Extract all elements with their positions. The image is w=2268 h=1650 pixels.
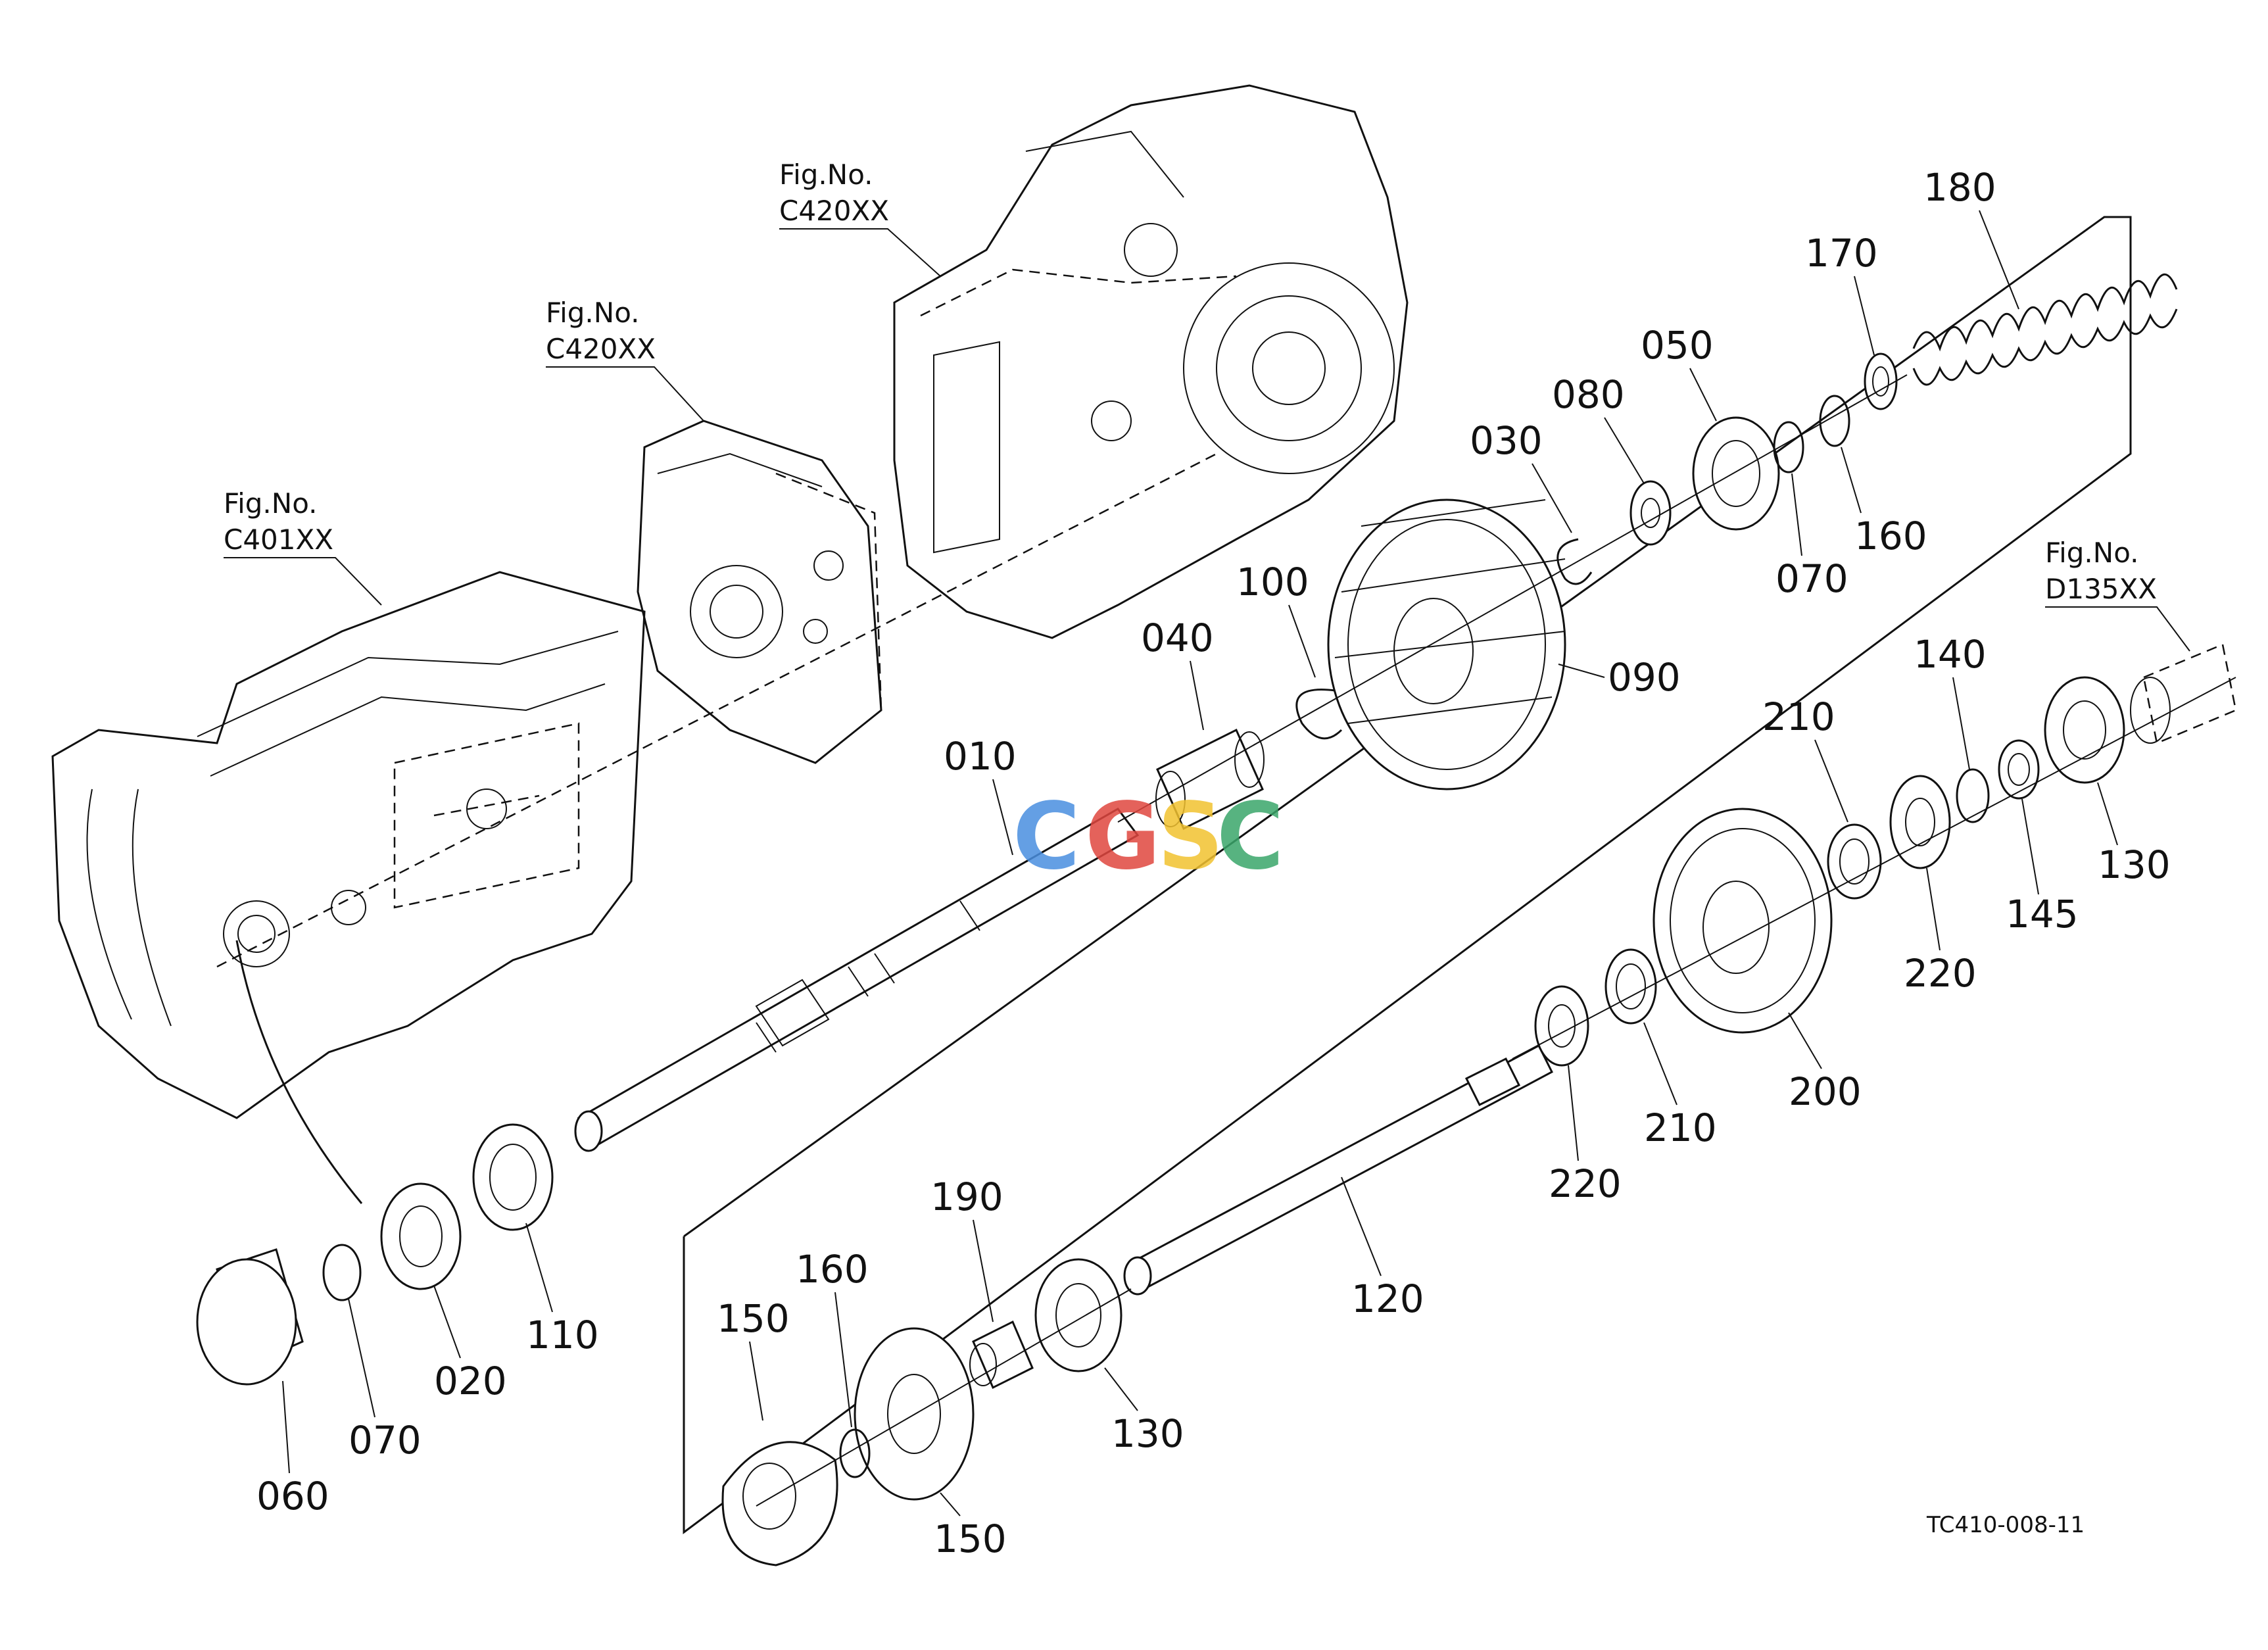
watermark-letter: G — [1085, 783, 1161, 890]
part-label: 030 — [1470, 418, 1543, 463]
part-label: 210 — [1644, 1105, 1717, 1150]
part-label: 130 — [1111, 1411, 1184, 1456]
figure-ref-c420-middle: Fig.No. C420XX — [546, 297, 704, 422]
cam-plate-150-upper — [721, 1441, 838, 1566]
upper-axis-line — [1117, 374, 1908, 823]
part-label: 160 — [1854, 514, 1927, 558]
snap-ring-160-lower — [839, 1428, 871, 1478]
figure-ref-c420-rear: Fig.No. C420XX — [779, 158, 941, 277]
figure-ref-code: C401XX — [224, 523, 333, 556]
circlip-140 — [1956, 768, 1990, 823]
part-label: 150 — [717, 1296, 790, 1341]
watermark-letter: C — [1217, 783, 1284, 890]
bearing-050 — [1692, 416, 1780, 531]
collar-080 — [1629, 480, 1672, 546]
needle-bearing-210-upper — [1827, 823, 1882, 900]
needle-bearing-210-lower — [1604, 948, 1657, 1025]
part-label: 210 — [1762, 694, 1835, 739]
figure-ref-title: Fig.No. — [779, 158, 873, 191]
part-label: 050 — [1641, 323, 1714, 368]
part-label: 090 — [1608, 655, 1681, 700]
part-label: 150 — [934, 1517, 1007, 1561]
collar-145 — [1998, 739, 2040, 800]
part-label: 060 — [256, 1474, 329, 1518]
figure-ref-title: Fig.No. — [2045, 537, 2139, 569]
figure-ref-c401: Fig.No. C401XX — [224, 487, 382, 606]
part-label: 140 — [1914, 632, 1987, 677]
shaft-120 — [1123, 1044, 1553, 1296]
middle-case-c420 — [637, 420, 882, 764]
bushing-190 — [969, 1320, 1034, 1390]
cap-060 — [196, 1248, 304, 1386]
part-label: 145 — [2006, 892, 2079, 936]
washer-170 — [1864, 352, 1898, 410]
shaft-010 — [574, 808, 1140, 1152]
part-label: 190 — [930, 1175, 1003, 1219]
bearing-130-upper — [2044, 676, 2125, 784]
bearing-020 — [380, 1182, 462, 1290]
part-label: 120 — [1351, 1276, 1424, 1321]
part-label: 160 — [796, 1247, 869, 1292]
part-label: 110 — [526, 1313, 599, 1357]
part-label: 010 — [944, 734, 1017, 779]
collar-220-upper — [1889, 775, 1951, 869]
part-label: 130 — [2098, 842, 2171, 887]
collar-220-lower — [1534, 985, 1589, 1067]
circlip-030 — [1556, 538, 1593, 585]
part-label: 100 — [1236, 560, 1309, 604]
part-label: 040 — [1141, 616, 1214, 660]
part-label: 200 — [1789, 1069, 1862, 1114]
lower-axis-line — [1512, 677, 2236, 1059]
rear-case-c420 — [893, 84, 1409, 639]
figure-ref-title: Fig.No. — [224, 487, 318, 520]
bearing-130-lower — [1034, 1258, 1122, 1372]
snap-ring-160-upper — [1819, 395, 1850, 447]
part-label: 170 — [1805, 231, 1878, 276]
part-labels: 180 170 050 080 030 160 070 100 090 040 … — [256, 165, 2171, 1561]
bearing-110 — [472, 1123, 554, 1231]
snap-ring-070-upper — [1773, 421, 1804, 473]
part-label: 220 — [1549, 1161, 1622, 1206]
figure-ref-d135: Fig.No. D135XX — [2045, 537, 2190, 652]
watermark-letter: S — [1157, 783, 1224, 890]
seal-guide-line — [235, 940, 363, 1204]
drawing-code: TC410-008-11 — [1926, 1512, 2085, 1538]
gear-200 — [1653, 808, 1833, 1034]
snap-ring-070-left — [322, 1244, 362, 1301]
figure-ref-title: Fig.No. — [546, 297, 640, 329]
lower-left-axis-line — [756, 1288, 1132, 1507]
part-label: 070 — [1775, 556, 1848, 601]
gear-090 — [1327, 498, 1566, 790]
transmission-case-c401 — [51, 571, 646, 1119]
sleeve-d135 — [2130, 643, 2237, 744]
circlip-100 — [1295, 689, 1343, 740]
part-label: 180 — [1923, 165, 1996, 210]
part-label: 070 — [349, 1418, 422, 1463]
part-label: 220 — [1904, 951, 1977, 996]
watermark: C G S C — [1013, 783, 1284, 890]
figure-ref-code: C420XX — [779, 195, 889, 227]
figure-ref-code: D135XX — [2045, 573, 2157, 605]
spring-180 — [1912, 274, 2178, 386]
figure-ref-code: C420XX — [546, 333, 656, 365]
part-label: 080 — [1552, 372, 1625, 417]
part-label: 020 — [434, 1359, 507, 1403]
watermark-letter: C — [1013, 783, 1080, 890]
